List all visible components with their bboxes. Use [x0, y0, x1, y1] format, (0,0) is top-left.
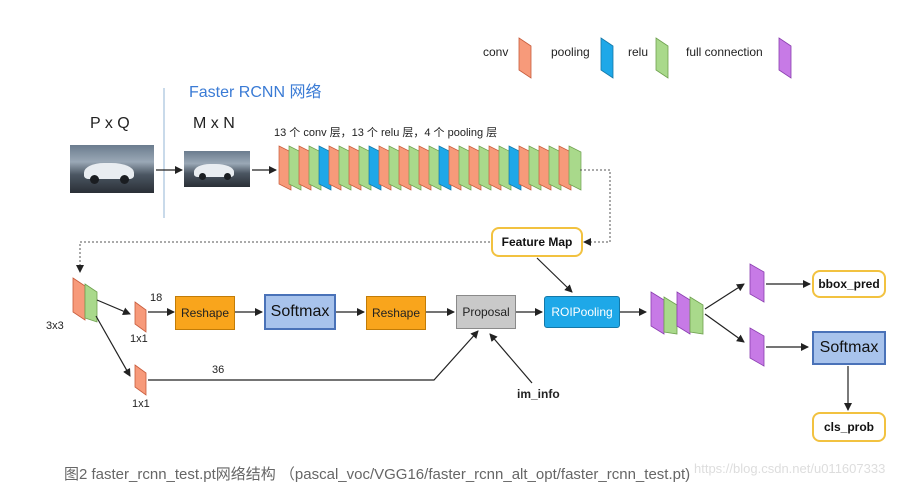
- backbone-layers: [278, 145, 582, 191]
- backbone-relu-layer: [358, 145, 372, 191]
- resized-size-label: M x N: [193, 115, 235, 132]
- rpn-kernel-label: 3x3: [46, 320, 64, 332]
- backbone-relu-layer: [548, 145, 562, 191]
- roi-pooling-node: ROIPooling: [544, 296, 620, 328]
- cls-channels-label: 18: [150, 292, 163, 304]
- legend: [518, 37, 792, 79]
- edge-iminfo-to-proposal: [489, 333, 533, 384]
- input-size-label: P x Q: [90, 115, 130, 132]
- relu-layer: [663, 296, 678, 335]
- backbone-relu-layer: [568, 145, 582, 191]
- wheel-icon: [199, 173, 206, 180]
- rpn-conv-layer: [72, 277, 86, 321]
- backbone-pooling-layer: [508, 145, 522, 191]
- legend-pooling-label: pooling: [551, 45, 590, 59]
- proposal-node: Proposal: [456, 295, 516, 329]
- resized-image: [184, 151, 250, 187]
- wheel-icon: [224, 173, 231, 180]
- backbone-conv-layer: [448, 145, 462, 191]
- bbox-fc-layer: [749, 263, 765, 303]
- backbone-conv-layer: [328, 145, 342, 191]
- wheel-icon: [120, 175, 129, 184]
- diagram-title: Faster RCNN 网络: [189, 84, 322, 101]
- cls-kernel-label: 1x1: [130, 333, 148, 345]
- backbone-conv-layer: [538, 145, 552, 191]
- edge-feature-map-to-roipooling: [536, 257, 573, 293]
- backbone-pooling-layer: [318, 145, 332, 191]
- backbone-pooling-layer: [368, 145, 382, 191]
- backbone-conv-layer: [558, 145, 572, 191]
- softmax-rpn-node: Softmax: [264, 294, 336, 330]
- backbone-conv-layer: [298, 145, 312, 191]
- relu-layer: [689, 296, 704, 335]
- backbone-conv-layer: [488, 145, 502, 191]
- edge-rpn-to-reg-conv: [95, 315, 131, 377]
- legend-relu-label: relu: [628, 45, 649, 59]
- legend-relu-swatch: [655, 37, 669, 79]
- reshape-node-1: Reshape: [175, 296, 235, 330]
- backbone-conv-layer: [468, 145, 482, 191]
- feature-map-node: Feature Map: [491, 227, 583, 257]
- legend-pooling-swatch: [600, 37, 614, 79]
- fc-layer: [650, 291, 665, 335]
- cls-conv-1x1: [134, 301, 147, 333]
- im-info-label: im_info: [517, 387, 560, 401]
- backbone-relu-layer: [338, 145, 352, 191]
- legend-conv-label: conv: [483, 45, 509, 59]
- backbone-conv-layer: [418, 145, 432, 191]
- input-image: [70, 145, 154, 193]
- reshape-node-2: Reshape: [366, 296, 426, 330]
- reg-kernel-label: 1x1: [132, 398, 150, 410]
- backbone-pooling-layer: [438, 145, 452, 191]
- edge-fc-to-bbox-fc: [704, 283, 745, 310]
- backbone-relu-layer: [528, 145, 542, 191]
- edge-backbone-to-feature-map: [580, 169, 611, 246]
- legend-conv-swatch: [518, 37, 532, 79]
- rpn-relu-layer: [84, 283, 98, 323]
- edge-feature-map-to-rpn: [76, 241, 490, 273]
- backbone-caption: 13 个 conv 层，13 个 relu 层，4 个 pooling 层: [274, 127, 498, 139]
- softmax-cls-node: Softmax: [812, 331, 886, 365]
- backbone-relu-layer: [288, 145, 302, 191]
- backbone-conv-layer: [278, 145, 292, 191]
- legend-fc-swatch: [778, 37, 792, 79]
- rpn-conv-3x3: [72, 277, 98, 323]
- backbone-conv-layer: [398, 145, 412, 191]
- cls-fc-layer: [749, 327, 765, 367]
- backbone-relu-layer: [478, 145, 492, 191]
- cls-prob-node: cls_prob: [812, 412, 886, 442]
- fc-stack: [650, 291, 704, 335]
- edge-fc-to-cls-fc: [704, 313, 745, 343]
- legend-fc-label: full connection: [686, 45, 763, 59]
- backbone-relu-layer: [498, 145, 512, 191]
- backbone-conv-layer: [518, 145, 532, 191]
- backbone-relu-layer: [308, 145, 322, 191]
- edge-reg-to-proposal: [148, 330, 479, 381]
- reg-channels-label: 36: [212, 364, 225, 376]
- wheel-icon: [90, 175, 99, 184]
- bbox-pred-node: bbox_pred: [812, 270, 886, 298]
- figure-caption: 图2 faster_rcnn_test.pt网络结构 （pascal_voc/V…: [64, 466, 691, 483]
- backbone-relu-layer: [408, 145, 422, 191]
- backbone-conv-layer: [348, 145, 362, 191]
- fc-layer: [676, 291, 691, 335]
- backbone-conv-layer: [378, 145, 392, 191]
- reg-conv-1x1: [134, 364, 147, 396]
- backbone-relu-layer: [428, 145, 442, 191]
- backbone-relu-layer: [388, 145, 402, 191]
- edge-rpn-to-cls-conv: [96, 299, 131, 315]
- backbone-relu-layer: [458, 145, 472, 191]
- watermark: https://blog.csdn.net/u011607333: [694, 461, 886, 476]
